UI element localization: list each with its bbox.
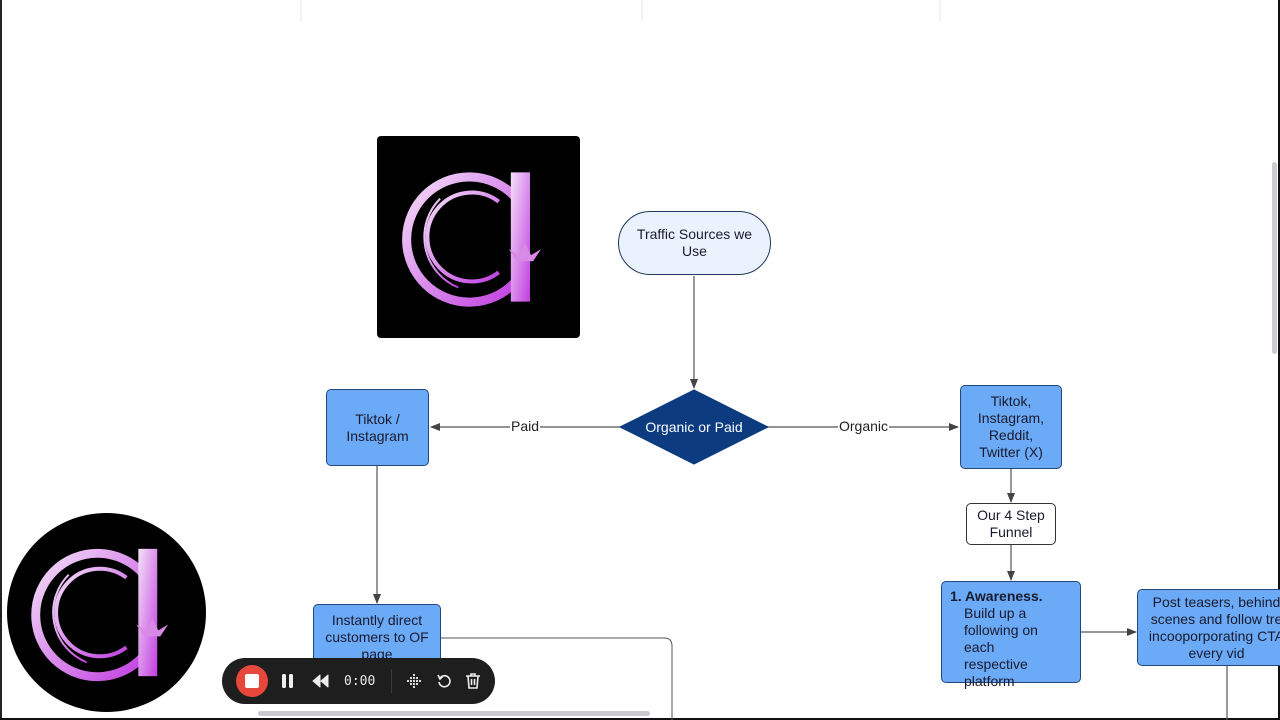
screen-recorder-toolbar: 0:00 [222,658,495,704]
rewind-icon [312,674,329,688]
rewind-button[interactable] [312,671,330,691]
delete-recording-button[interactable] [463,671,483,691]
organic-channels-node[interactable]: Tiktok, Instagram, Reddit, Twitter (X) [960,385,1062,469]
column-guide [939,0,941,22]
toolbar-divider [391,669,393,693]
paid-channels-label: Tiktok / Instagram [346,410,409,444]
direct-to-page-label: Instantly direct customers to OF page [325,612,429,662]
stop-icon [245,674,259,688]
direct-to-page-node[interactable]: Instantly direct customers to OF page [313,604,441,664]
awareness-title: 1. Awareness. [950,588,1043,604]
edge-label-organic: Organic [838,418,890,434]
stop-recording-button[interactable] [236,665,268,697]
paid-channels-node[interactable]: Tiktok / Instagram [326,389,429,466]
decision-diamond-shape [619,389,769,465]
vertical-scrollbar[interactable] [1272,162,1277,354]
pause-icon [282,674,293,688]
window-border-left [0,0,2,720]
webcam-overlay-logo [7,513,206,712]
trash-icon [466,673,481,689]
restart-button[interactable] [434,671,454,691]
funnel-node-label: Our 4 Step Funnel [977,507,1045,540]
funnel-node[interactable]: Our 4 Step Funnel [966,503,1056,545]
awareness-body: Build up a following on each respective … [964,605,1038,689]
pause-button[interactable] [280,671,296,691]
start-node[interactable]: Traffic Sources we Use [618,211,771,275]
window-border-right [1278,0,1280,720]
organic-channels-label: Tiktok, Instagram, Reddit, Twitter (X) [977,393,1045,460]
teasers-node-label: Post teasers, behind scenes and follow t… [1148,593,1280,661]
teasers-node[interactable]: Post teasers, behind scenes and follow t… [1137,589,1280,666]
awareness-node[interactable]: 1. Awareness. Build up a following on ea… [941,581,1081,689]
column-guide [300,0,302,22]
decision-node-label: Organic or Paid [645,419,743,435]
horizontal-scrollbar[interactable] [258,711,650,716]
grid-button[interactable] [404,671,424,691]
decision-node[interactable]: Organic or Paid [620,390,768,464]
brand-c-crown-logo-icon [31,548,169,682]
brand-c-crown-logo-icon [402,172,542,307]
restart-icon [437,674,452,688]
column-guide [641,0,643,22]
recording-timer: 0:00 [344,673,376,689]
start-node-label: Traffic Sources we Use [636,226,753,259]
edge-label-paid: Paid [510,418,541,434]
edge-direct-to-next [441,637,673,720]
grid-icon [407,673,422,689]
brand-logo-square [377,136,580,338]
window-border-bottom [0,718,1280,720]
